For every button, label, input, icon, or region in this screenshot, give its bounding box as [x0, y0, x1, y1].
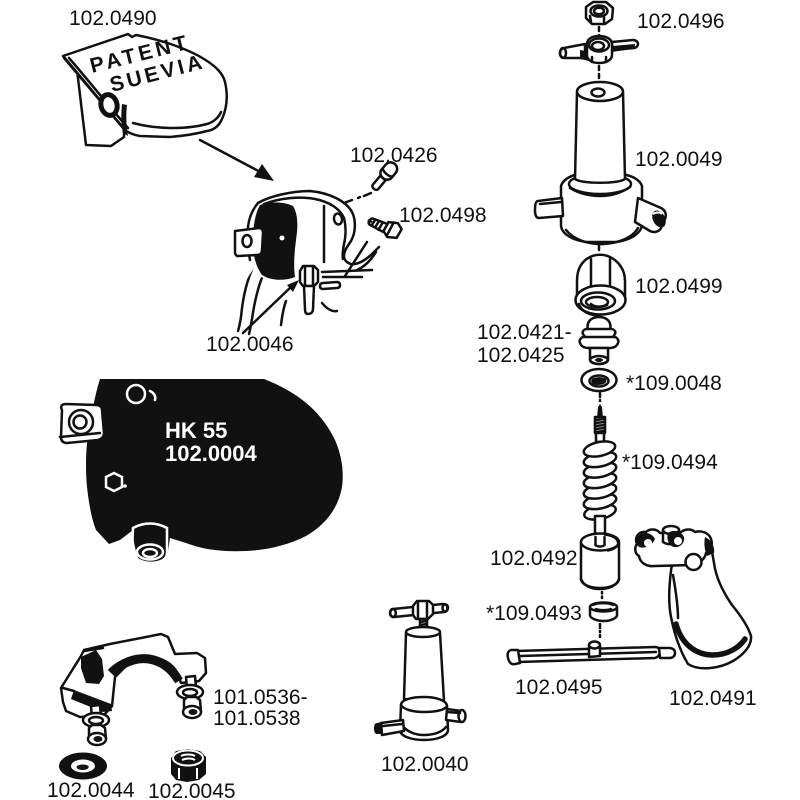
- svg-text:102.0495: 102.0495: [515, 676, 603, 699]
- svg-text:102.0498: 102.0498: [399, 204, 487, 227]
- svg-text:102.0045: 102.0045: [148, 780, 236, 800]
- svg-text:*109.0494: *109.0494: [622, 451, 718, 474]
- svg-text:*109.0493: *109.0493: [486, 602, 582, 625]
- svg-text:102.0499: 102.0499: [635, 275, 723, 298]
- svg-text:101.0538: 101.0538: [213, 707, 301, 730]
- svg-text:*109.0048: *109.0048: [626, 372, 722, 395]
- svg-text:102.0044: 102.0044: [47, 779, 135, 800]
- svg-text:102.0491: 102.0491: [669, 687, 757, 710]
- svg-text:102.0496: 102.0496: [637, 10, 725, 33]
- svg-text:102.0492: 102.0492: [490, 547, 578, 570]
- svg-text:102.0004: 102.0004: [165, 441, 258, 466]
- svg-text:102.0040: 102.0040: [381, 753, 469, 776]
- svg-text:HK 55: HK 55: [165, 418, 227, 443]
- svg-text:101.0536-: 101.0536-: [213, 686, 308, 709]
- svg-text:102.0049: 102.0049: [635, 148, 723, 171]
- svg-text:102.0425: 102.0425: [477, 344, 565, 367]
- svg-text:102.0046: 102.0046: [206, 333, 294, 356]
- svg-text:102.0426: 102.0426: [350, 144, 438, 167]
- svg-text:102.0490: 102.0490: [69, 7, 157, 30]
- svg-text:102.0421-: 102.0421-: [477, 321, 572, 344]
